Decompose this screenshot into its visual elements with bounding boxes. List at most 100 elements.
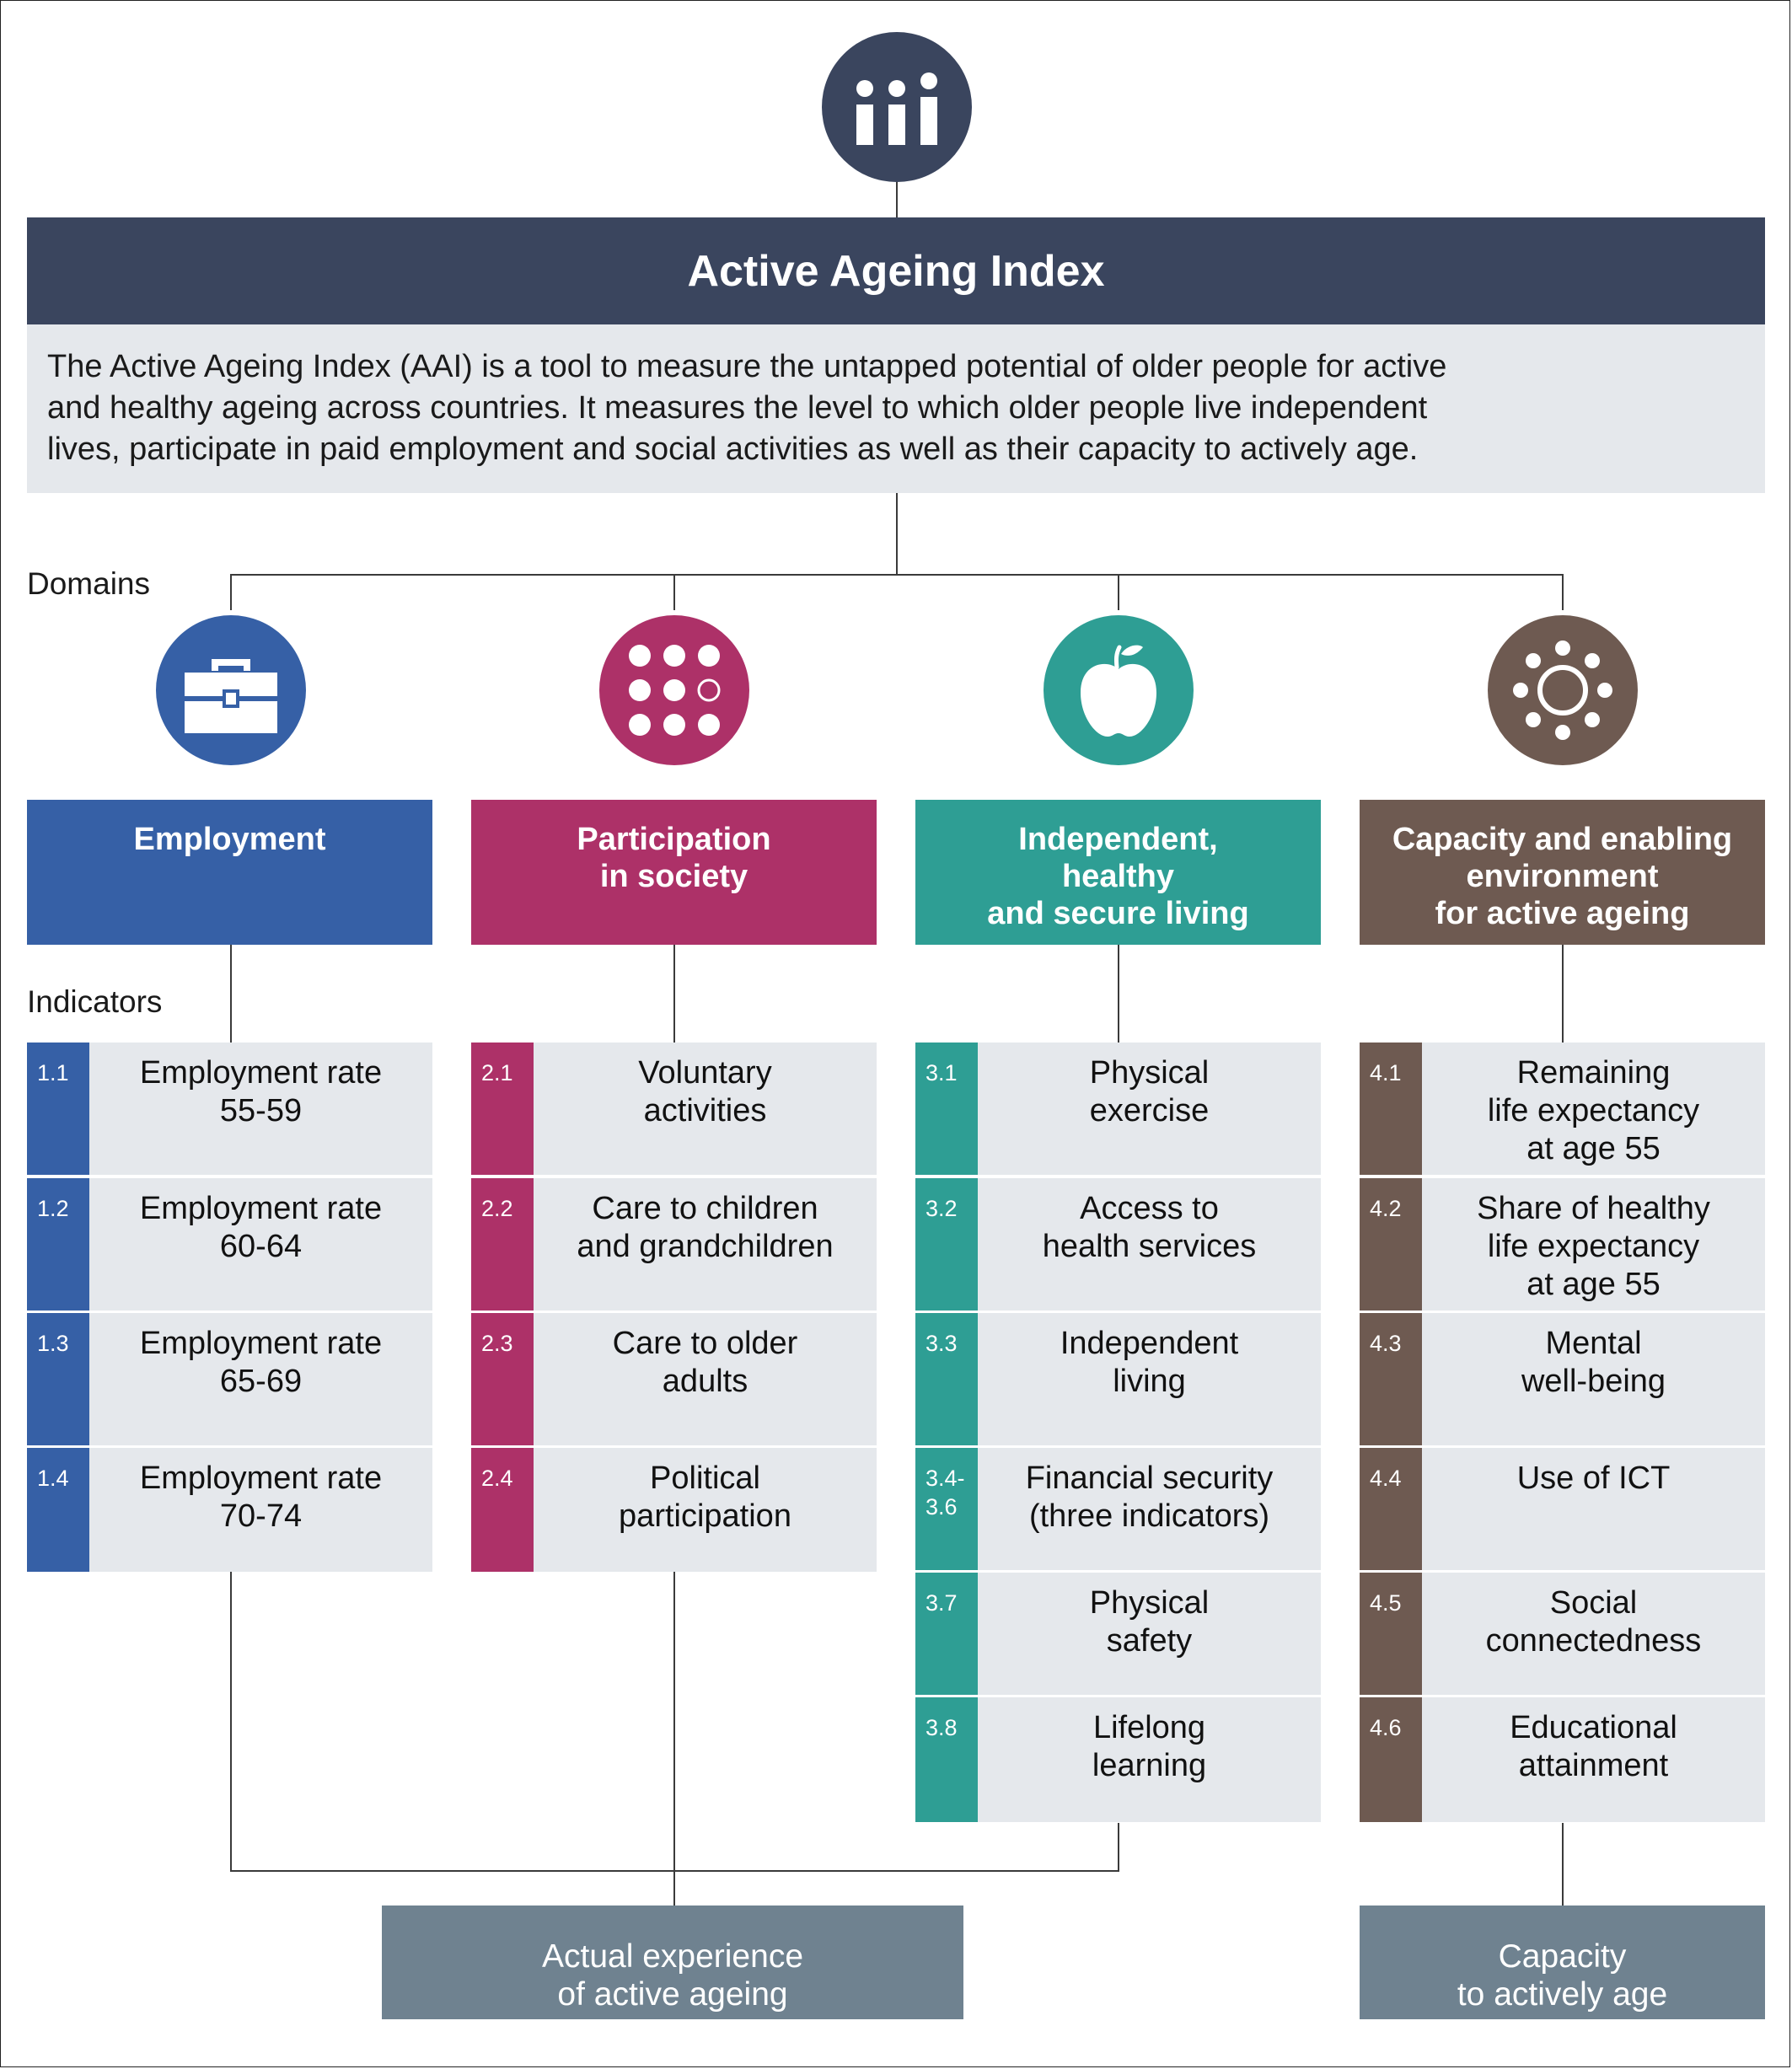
indicator-number-line: 4.6	[1370, 1715, 1402, 1740]
indicator-label-line: Access to	[1080, 1191, 1219, 1226]
domain-name-line: Independent,	[1018, 822, 1218, 857]
outcome-line: Capacity	[1498, 1938, 1627, 1975]
indicator-label-line: Employment rate	[139, 1055, 383, 1091]
indicator-number: 3.3	[915, 1313, 978, 1445]
indicator-label-line: connectedness	[1485, 1623, 1702, 1659]
indicator-number: 3.1	[915, 1043, 978, 1175]
domain-name-line: Capacity and enabling	[1392, 822, 1733, 857]
indicator-number: 4.3	[1360, 1313, 1422, 1445]
indicator-label-line: exercise	[1089, 1093, 1210, 1128]
page-title: Active Ageing Index	[27, 217, 1765, 324]
indicator-label-line: attainment	[1518, 1748, 1669, 1783]
indicator-label-line: activities	[643, 1093, 767, 1128]
indicator-number: 3.4-3.6	[915, 1448, 978, 1570]
indicator-number-line: 3.3	[926, 1331, 958, 1356]
indicator-label-line: Remaining	[1516, 1055, 1671, 1091]
connector-domain-3	[1118, 574, 1119, 610]
indicator-number: 1.1	[27, 1043, 89, 1175]
indicator-label-line: Lifelong	[1092, 1710, 1206, 1745]
domain-name-line: healthy	[1061, 859, 1175, 894]
indicator-label-line: Employment rate	[139, 1326, 383, 1361]
connector-ind-2	[673, 945, 675, 1043]
description-line: The Active Ageing Index (AAI) is a tool …	[47, 349, 1447, 384]
indicator-label-line: 70-74	[219, 1498, 303, 1534]
connector-ind-4	[1562, 945, 1564, 1043]
indicator-number: 3.2	[915, 1178, 978, 1311]
indicator-label-line: safety	[1106, 1623, 1193, 1659]
indicator-number: 1.2	[27, 1178, 89, 1311]
indicator-label-line: Independent	[1060, 1326, 1239, 1361]
connector-out-2	[673, 1572, 675, 1906]
indicator-label-line: life expectancy	[1487, 1093, 1700, 1128]
indicator-number: 1.3	[27, 1313, 89, 1445]
indicator-number: 3.8	[915, 1697, 978, 1822]
indicator-number: 1.4	[27, 1448, 89, 1572]
indicator-label: Financial security(three indicators)	[978, 1460, 1321, 1536]
sun-circle-icon	[1488, 615, 1638, 765]
indicator-number: 4.4	[1360, 1448, 1422, 1570]
indicator-number: 4.1	[1360, 1043, 1422, 1175]
connector-desc	[896, 493, 898, 576]
indicator-label-line: adults	[662, 1364, 748, 1399]
domain-capacity: Capacity and enabling environment for ac…	[1360, 800, 1765, 945]
indicator-row: 4.4 Use of ICT	[1360, 1448, 1765, 1570]
indicator-number: 2.3	[471, 1313, 534, 1445]
outcome-actual-experience: Actual experience of active ageing	[382, 1906, 963, 2019]
indicator-label-line: Care to older	[612, 1326, 798, 1361]
indicator-number-line: 2.3	[481, 1331, 513, 1356]
indicator-number-line: 3.2	[926, 1196, 958, 1221]
indicator-number: 3.7	[915, 1573, 978, 1695]
indicator-label-line: Employment rate	[139, 1191, 383, 1226]
outcome-line: Actual experience	[541, 1938, 804, 1975]
indicator-label-line: Mental	[1545, 1326, 1642, 1361]
dots-grid-icon	[599, 615, 749, 765]
indicator-label-line: Use of ICT	[1516, 1461, 1671, 1496]
indicator-number-line: 2.4	[481, 1466, 513, 1491]
indicator-number-line: 4.1	[1370, 1060, 1402, 1085]
indicator-label-line: Physical	[1089, 1055, 1210, 1091]
indicators-label: Indicators	[27, 984, 163, 1019]
indicator-number-line: 3.8	[926, 1715, 958, 1740]
indicator-label-line: Educational	[1510, 1710, 1677, 1745]
briefcase-icon	[156, 615, 306, 765]
description-line: and healthy ageing across countries. It …	[47, 390, 1428, 426]
indicator-number-line: 1.1	[37, 1060, 69, 1085]
indicator-label-line: health services	[1042, 1229, 1257, 1264]
indicator-label: Use of ICT	[1422, 1460, 1765, 1498]
outcome-line: of active ageing	[557, 1976, 788, 2013]
connector-ind-1	[230, 945, 232, 1043]
indicator-number-line: 4.5	[1370, 1590, 1402, 1616]
description-line: lives, participate in paid employment an…	[47, 431, 1419, 467]
indicator-number: 2.1	[471, 1043, 534, 1175]
indicator-number-line: 2.1	[481, 1060, 513, 1085]
indicator-number-line: 3.7	[926, 1590, 958, 1616]
indicator-label-line: learning	[1092, 1748, 1207, 1783]
connector-domains-horizontal	[230, 574, 1564, 576]
indicator-number-line: 3.6	[926, 1494, 958, 1520]
indicator-number-line: 4.4	[1370, 1466, 1402, 1491]
indicator-number-line: 2.2	[481, 1196, 513, 1221]
connector-domain-2	[673, 574, 675, 610]
